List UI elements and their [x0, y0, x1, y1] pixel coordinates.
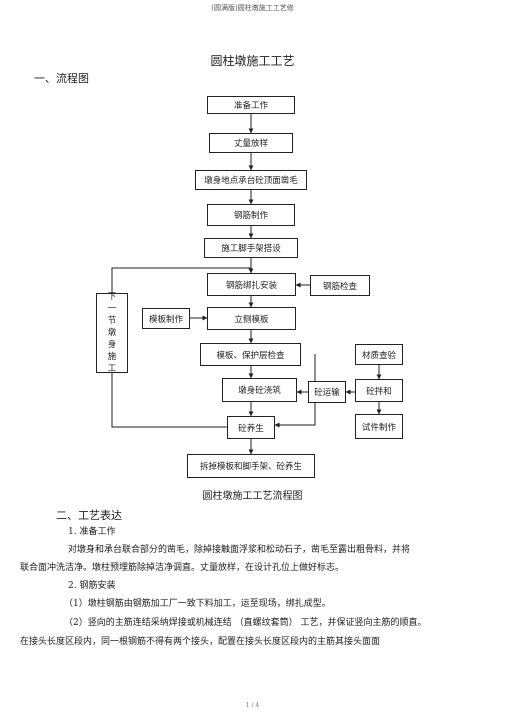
flow-step-material-inspection: 材质查验: [355, 344, 403, 365]
loop-char: 一: [107, 304, 117, 314]
flow-step-preparation: 准备工作: [207, 96, 295, 114]
section-heading-flowchart: 一、流程图: [34, 72, 89, 85]
flow-step-next-section-loop: 下 一 节 墩 身 施 工: [96, 292, 128, 374]
flow-step-rebar-inspection: 钢筋检查: [310, 275, 370, 296]
flow-step-concrete-transport: 砼运输: [308, 381, 346, 403]
flow-step-scaffold-erection: 施工脚手架搭设: [204, 238, 298, 258]
flow-step-specimen-making: 试件制作: [355, 414, 403, 439]
flow-step-survey-layout: 丈量放样: [209, 133, 293, 153]
flow-step-pier-concrete-pouring: 墩身砼浇筑: [222, 378, 297, 402]
flow-step-concrete-curing: 砼养生: [227, 416, 275, 439]
loop-char: 施: [107, 352, 117, 362]
paragraph-line: 对墩身和承台联合部分的凿毛，除掉接触面浮浆和松动石子，凿毛至露出粗骨料，并将: [68, 545, 411, 555]
paragraph-line: 在接头长度区段内，同一根钢筋不得有两个接头，配置在接头长度区段内的主筋其接头面面: [20, 637, 381, 647]
page-number: 1 / 4: [245, 702, 260, 709]
flow-step-erect-formwork: 立侧模板: [207, 307, 296, 330]
loop-char: 身: [107, 340, 117, 350]
flow-step-remove-formwork-scaffold: 拆掉模板和脚手架、砼养生: [187, 454, 315, 478]
subsection-title-preparation: 1. 准备工作: [68, 527, 116, 537]
paragraph-line: 联合面冲洗洁净。墩柱预埋筋除掉洁净调直。丈量放样，在设计孔位上做好标志。: [20, 563, 345, 573]
document-title: 圆柱墩施工工艺: [210, 54, 295, 68]
flowchart-caption: 圆柱墩施工工艺流程图: [202, 491, 303, 502]
loop-char: 工: [107, 364, 117, 374]
flow-step-roughen-cap-surface: 墩身地点承台砼顶面凿毛: [195, 170, 307, 190]
page-header: (圆满版)圆柱墩施工工艺修: [211, 4, 294, 12]
subsection-title-rebar-install: 2. 钢筋安装: [68, 581, 116, 591]
flow-step-concrete-mixing: 砼拌和: [355, 379, 403, 402]
flow-step-rebar-binding: 钢筋绑扎安装: [207, 273, 296, 296]
loop-char: 下: [107, 292, 117, 302]
section-heading-process: 二、工艺表达: [56, 509, 122, 522]
flow-step-rebar-fabrication: 钢筋制作: [207, 204, 295, 226]
loop-char: 节: [107, 316, 117, 326]
paragraph-line: （1）墩柱钢筋由钢筋加工厂一致下料加工，运至现场，绑扎成型。: [64, 599, 331, 609]
paragraph-line: （2）竖向的主筋连结采纳焊接或机械连结 （直螺纹套筒） 工艺，并保证竖向主筋的顺…: [64, 618, 427, 628]
flow-step-formwork-making: 模板制作: [142, 308, 190, 329]
flow-step-formwork-cover-check: 模板、保护层检查: [200, 343, 301, 366]
loop-char: 墩: [107, 328, 117, 338]
